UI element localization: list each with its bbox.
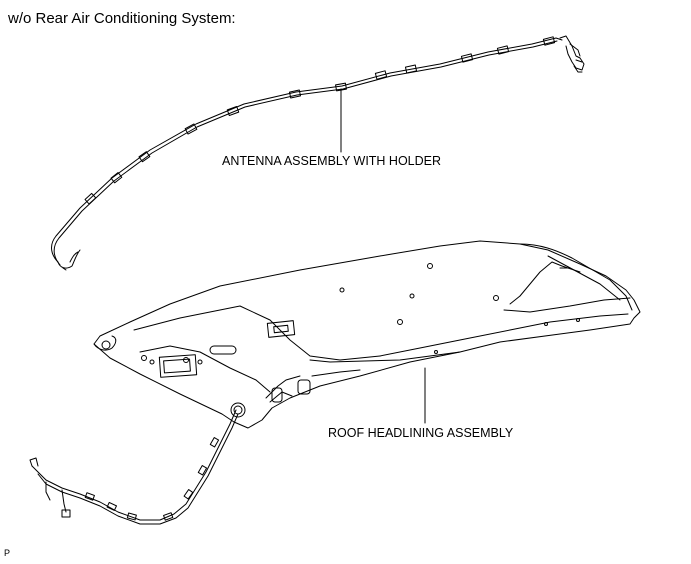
antenna-assembly	[51, 35, 585, 271]
roof-headlining-assembly	[93, 240, 641, 429]
antenna-assembly-label: ANTENNA ASSEMBLY WITH HOLDER	[222, 154, 442, 168]
diagram-heading: w/o Rear Air Conditioning System:	[8, 10, 236, 27]
figure-code: P	[4, 548, 11, 558]
wire-harness	[29, 409, 239, 525]
roof-headlining-label: ROOF HEADLINING ASSEMBLY	[328, 426, 514, 440]
